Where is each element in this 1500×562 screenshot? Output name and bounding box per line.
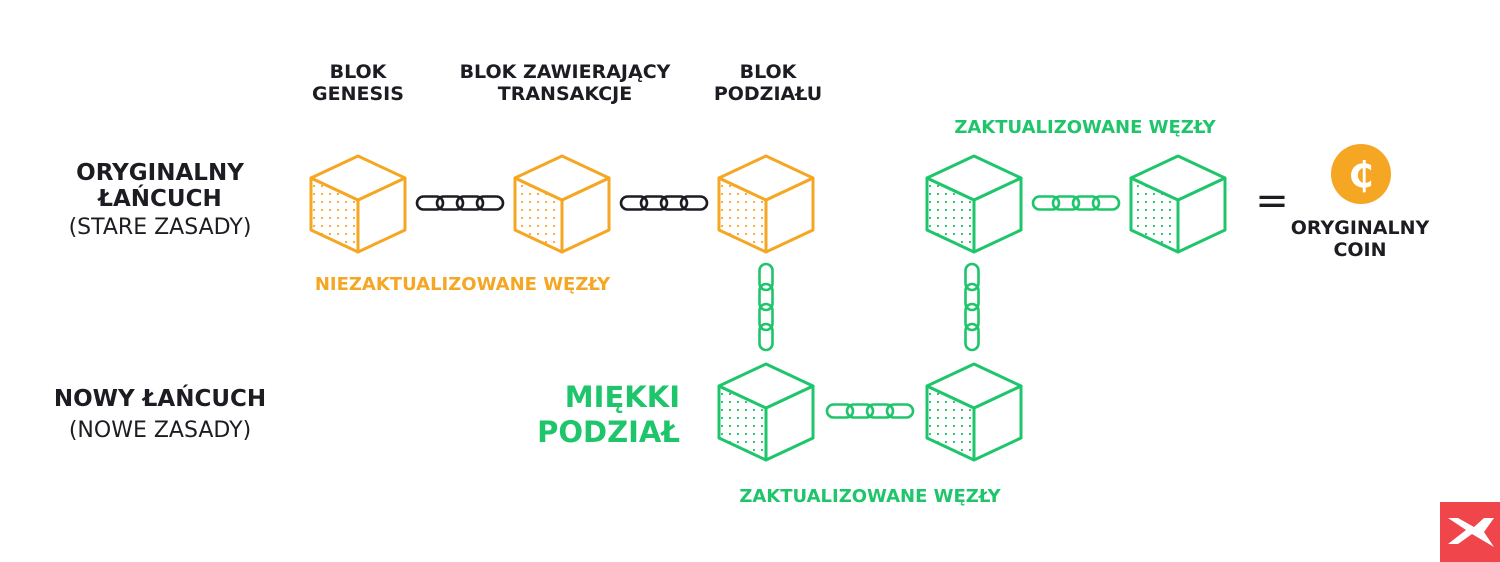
- updated-original-block-cube-1: [925, 154, 1023, 254]
- updated-nodes-label-bottom: ZAKTUALIZOWANE WĘZŁY: [739, 486, 1001, 507]
- updated-original-block-cube-2: [1129, 154, 1227, 254]
- fork-block-label: BLOK PODZIAŁU: [688, 61, 848, 106]
- genesis-block-cube: [309, 154, 407, 254]
- coin-symbol: ₵: [1348, 155, 1373, 196]
- chain-link-icon: [758, 262, 774, 352]
- original-chain-rules: (STARE ZASADY): [68, 214, 252, 240]
- updated-nodes-label-top: ZAKTUALIZOWANE WĘZŁY: [954, 117, 1216, 138]
- transaction-block-label: BLOK ZAWIERAJĄCY TRANSAKCJE: [440, 61, 690, 106]
- chain-link-icon: [825, 403, 915, 419]
- new-chain-block-cube-2: [925, 362, 1023, 462]
- new-chain-title: NOWY ŁAŃCUCH (NOWE ZASADY): [30, 386, 290, 444]
- chain-link-icon: [619, 195, 709, 211]
- blocks-layer: [309, 154, 1227, 462]
- fork-type-label: MIĘKKI PODZIAŁ: [500, 380, 680, 450]
- chains-layer: [415, 195, 1121, 419]
- new-chain-block-cube-1: [717, 362, 815, 462]
- chain-link-icon: [415, 195, 505, 211]
- equals-sign: =: [1255, 178, 1289, 224]
- original-coin-line1: ORYGINALNY: [1290, 217, 1430, 239]
- fork-type-line1: MIĘKKI: [564, 380, 680, 414]
- fork-block-cube: [717, 154, 815, 254]
- original-chain-title-line1: ORYGINALNY: [76, 160, 244, 186]
- not-updated-nodes-label: NIEZAKTUALIZOWANE WĘZŁY: [314, 274, 611, 295]
- coin-icon: ₵: [1331, 144, 1391, 204]
- new-chain-rules: (NOWE ZASADY): [68, 418, 252, 444]
- genesis-block-label: BLOK GENESIS: [278, 61, 438, 106]
- tx-label-line1: BLOK ZAWIERAJĄCY: [459, 61, 671, 83]
- original-chain-title-line2: ŁAŃCUCH: [98, 186, 222, 213]
- original-chain-title: ORYGINALNY ŁAŃCUCH (STARE ZASADY): [40, 160, 280, 240]
- original-coin-label: ORYGINALNY COIN: [1280, 217, 1440, 262]
- chain-link-icon: [964, 262, 980, 352]
- fork-label-line2: PODZIAŁU: [713, 82, 823, 105]
- new-chain-title-line: NOWY ŁAŃCUCH: [53, 386, 267, 412]
- fork-type-line2: PODZIAŁ: [537, 414, 680, 449]
- transaction-block-cube: [513, 154, 611, 254]
- brand-logo-icon: [1440, 502, 1500, 562]
- original-coin-line2: COIN: [1333, 238, 1387, 261]
- genesis-label-line1: BLOK: [329, 61, 387, 83]
- fork-label-line1: BLOK: [739, 61, 797, 83]
- chain-link-icon: [1031, 195, 1121, 211]
- tx-label-line2: TRANSAKCJE: [497, 82, 633, 105]
- genesis-label-line2: GENESIS: [312, 82, 404, 105]
